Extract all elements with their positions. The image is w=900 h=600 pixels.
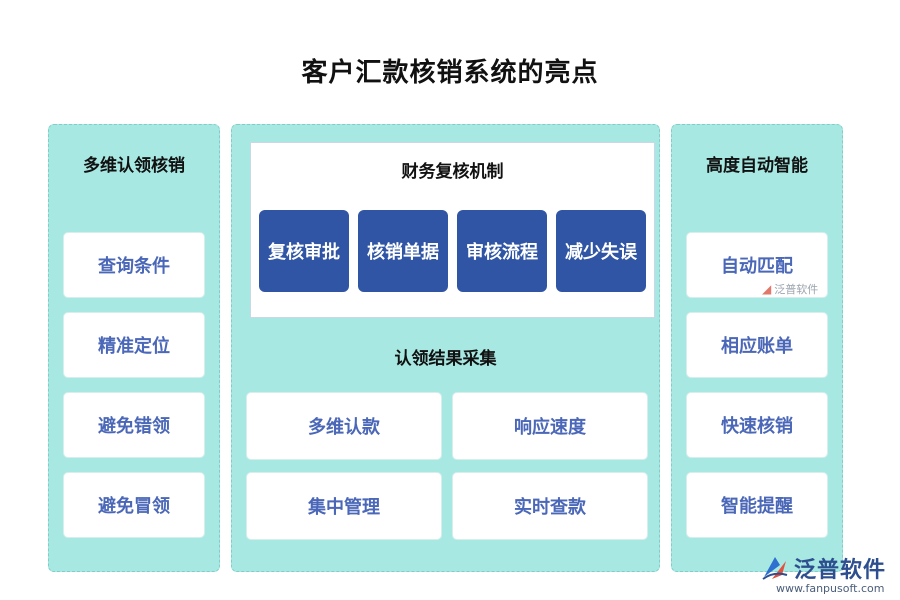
- watermark-text: 泛普软件: [774, 283, 819, 296]
- left-panel: 多维认领核销 查询条件 精准定位 避免错领 避免冒领: [48, 124, 220, 572]
- middle-panel: 财务复核机制 复核审批 核销单据 审核流程 减少失误 认领结果采集 多维认款 响…: [231, 124, 660, 572]
- review-mechanism-box: 财务复核机制 复核审批 核销单据 审核流程 减少失误: [250, 142, 655, 318]
- brand-logo: 泛普软件 www.fanpusoft.com: [760, 552, 898, 598]
- review-mechanism-title: 财务复核机制: [401, 162, 504, 182]
- review-item: 核销单据: [358, 210, 448, 292]
- left-item: 查询条件: [63, 232, 205, 298]
- claim-result-item: 多维认款: [246, 392, 442, 460]
- right-item: 快速核销: [686, 392, 828, 458]
- review-item: 审核流程: [457, 210, 547, 292]
- claim-result-item: 实时查款: [452, 472, 648, 540]
- right-item: 相应账单: [686, 312, 828, 378]
- left-item: 精准定位: [63, 312, 205, 378]
- left-item: 避免冒领: [63, 472, 205, 538]
- right-item: 智能提醒: [686, 472, 828, 538]
- brand-logo-icon: [762, 557, 788, 580]
- right-item: 自动匹配: [686, 232, 828, 298]
- diagram-title: 客户汇款核销系统的亮点: [301, 58, 599, 88]
- left-panel-title: 多维认领核销: [83, 156, 185, 176]
- brand-url: www.fanpusoft.com: [776, 582, 885, 595]
- left-item: 避免错领: [63, 392, 205, 458]
- right-panel: 高度自动智能 自动匹配 相应账单 快速核销 智能提醒: [671, 124, 843, 572]
- claim-results-title: 认领结果采集: [394, 349, 497, 369]
- right-panel-title: 高度自动智能: [706, 156, 808, 176]
- watermark: ◢ 泛普软件: [762, 281, 818, 297]
- claim-result-item: 响应速度: [452, 392, 648, 460]
- brand-name: 泛普软件: [794, 558, 887, 583]
- review-item: 复核审批: [259, 210, 349, 292]
- review-item: 减少失误: [556, 210, 646, 292]
- watermark-logo-icon: ◢: [762, 282, 772, 296]
- claim-result-item: 集中管理: [246, 472, 442, 540]
